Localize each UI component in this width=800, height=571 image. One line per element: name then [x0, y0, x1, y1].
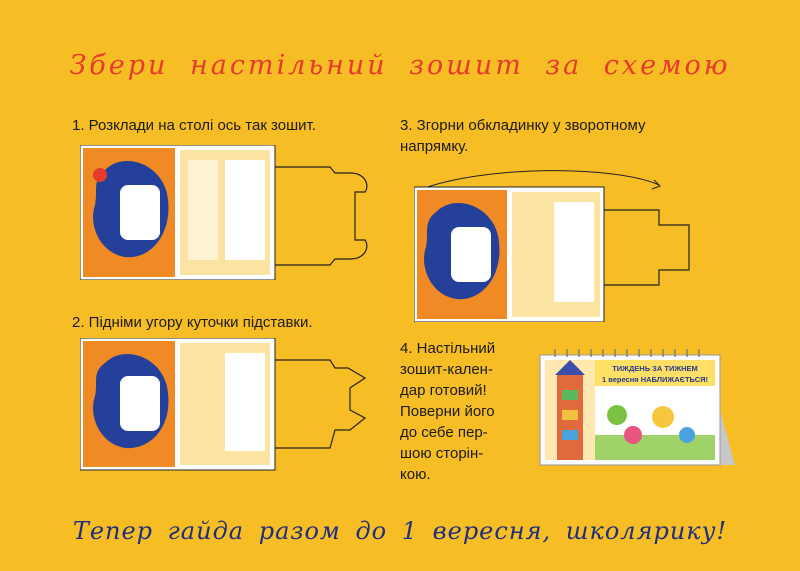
- calendar-heading-1: ТИЖДЕНЬ ЗА ТИЖНЕМ: [612, 364, 698, 373]
- footer-slogan: Тепер гайда разом до 1 вересня, школярик…: [72, 517, 728, 545]
- step-2-text: 2. Підніми угору куточки підставки.: [72, 314, 313, 331]
- booklet-folded-illustration: [414, 170, 690, 322]
- step-1-text: 1. Розклади на столі ось так зошит.: [72, 117, 316, 134]
- desk-calendar-illustration: ТИЖДЕНЬ ЗА ТИЖНЕМ 1 вересня НАБЛИЖАЄТЬСЯ…: [539, 349, 735, 466]
- page-title: Збери настільний зошит за схемою: [69, 50, 731, 81]
- step-3-text: 3. Згорни обкладинку у зворотному напрям…: [400, 117, 646, 155]
- booklet-corners-raised-illustration: [80, 338, 367, 471]
- booklet-flat-illustration: [80, 145, 368, 280]
- calendar-heading-2: 1 вересня НАБЛИЖАЄТЬСЯ!: [602, 375, 708, 384]
- step-4-text: 4. Настільний зошит-кален- дар готовий! …: [400, 340, 496, 483]
